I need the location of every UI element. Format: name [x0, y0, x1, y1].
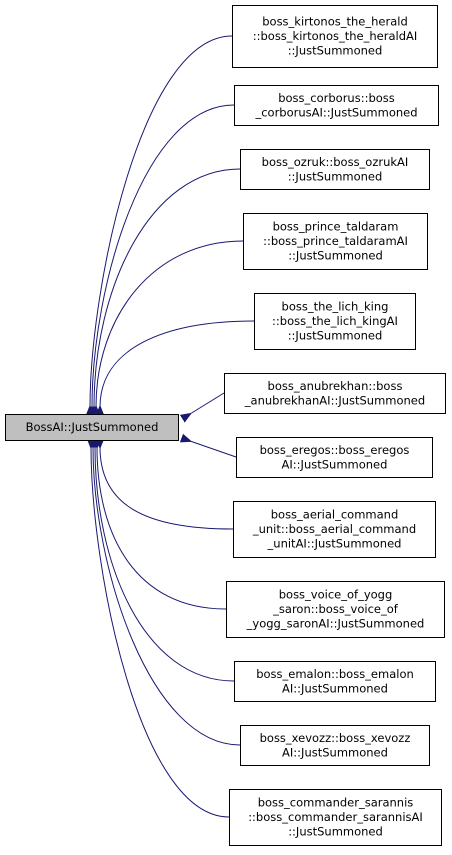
caller-lich-king[interactable]: boss_the_lich_king::boss_the_lich_kingAI… — [254, 293, 416, 350]
caller-ozruk-box — [240, 149, 430, 190]
edge-caller-eregos-to-root — [190, 441, 237, 458]
caller-eregos-label-line: boss_eregos::boss_eregos — [260, 443, 410, 457]
edge-caller-xevozz-to-root — [93, 447, 241, 746]
caller-commander-sarannis-label-line: ::boss_commander_sarannisAI — [248, 810, 423, 824]
edge-caller-kirtonos-to-root — [90, 35, 233, 407]
caller-aerial-command-unit-box — [233, 501, 436, 558]
caller-corborus-label-line: boss_corborus::boss — [278, 91, 395, 105]
edge-caller-aerial-command-unit-to-root — [100, 447, 234, 530]
caller-ozruk-label-line: boss_ozruk::boss_ozrukAI — [262, 155, 409, 169]
root-node[interactable]: BossAI::JustSummoned — [5, 414, 179, 441]
caller-ozruk-label-line: ::JustSummoned — [288, 169, 383, 183]
caller-aerial-command-unit[interactable]: boss_aerial_command_unit::boss_aerial_co… — [233, 501, 436, 558]
caller-prince-taldaram-label-line: boss_prince_taldaram — [273, 220, 399, 234]
caller-kirtonos[interactable]: boss_kirtonos_the_herald::boss_kirtonos_… — [232, 5, 438, 68]
caller-xevozz-box — [240, 725, 430, 766]
caller-commander-sarannis-label-line: ::JustSummoned — [288, 825, 383, 839]
caller-corborus[interactable]: boss_corborus::boss_corborusAI::JustSumm… — [234, 85, 439, 126]
caller-kirtonos-label-line: ::JustSummoned — [288, 44, 383, 58]
edges-layer — [90, 35, 255, 818]
edge-caller-lich-king-to-root — [100, 320, 255, 407]
caller-emalon-label-line: boss_emalon::boss_emalon — [256, 667, 414, 681]
caller-lich-king-label-line: ::boss_the_lich_kingAI — [272, 314, 398, 328]
edge-caller-ozruk-to-root — [94, 168, 241, 407]
caller-prince-taldaram-box — [243, 213, 428, 270]
caller-voice-of-yogg-saron-box — [226, 581, 445, 638]
caller-xevozz-label-line: AI::JustSummoned — [282, 745, 388, 759]
caller-corborus-box — [234, 85, 439, 126]
edge-caller-commander-sarannis-to-root — [91, 447, 230, 818]
edge-caller-voice-of-yogg-saron-to-root — [97, 447, 227, 610]
caller-aerial-command-unit-label-line: _unitAI::JustSummoned — [267, 537, 402, 551]
caller-xevozz-label-line: boss_xevozz::boss_xevozz — [260, 731, 411, 745]
caller-kirtonos-label-line: ::boss_kirtonos_the_heraldAI — [253, 29, 418, 43]
caller-corborus-label-line: _corborusAI::JustSummoned — [254, 105, 417, 119]
caller-commander-sarannis-box — [229, 789, 442, 846]
caller-voice-of-yogg-saron-label-line: boss_voice_of_yogg — [279, 588, 393, 602]
caller-eregos-label-line: AI::JustSummoned — [282, 457, 388, 471]
caller-prince-taldaram-label-line: ::boss_prince_taldaramAI — [263, 234, 408, 248]
caller-lich-king-box — [254, 293, 416, 350]
caller-kirtonos-label-line: boss_kirtonos_the_herald — [262, 15, 408, 29]
caller-anubrekhan-box — [224, 373, 446, 414]
edge-caller-corborus-to-root — [92, 104, 235, 407]
caller-voice-of-yogg-saron[interactable]: boss_voice_of_yogg_saron::boss_voice_of_… — [226, 581, 445, 638]
caller-lich-king-label-line: boss_the_lich_king — [282, 300, 389, 314]
edge-caller-anubrekhan-to-root — [190, 392, 225, 414]
caller-kirtonos-box — [232, 5, 438, 68]
caller-prince-taldaram-label-line: ::JustSummoned — [288, 249, 383, 263]
edge-caller-emalon-to-root — [95, 447, 235, 682]
caller-commander-sarannis[interactable]: boss_commander_sarannis::boss_commander_… — [229, 789, 442, 846]
caller-lich-king-label-line: ::JustSummoned — [288, 329, 383, 343]
caller-anubrekhan-label-line: _anubrekhanAI::JustSummoned — [244, 393, 425, 407]
caller-aerial-command-unit-label-line: boss_aerial_command — [271, 508, 399, 522]
edge-caller-prince-taldaram-to-root — [96, 240, 244, 407]
caller-aerial-command-unit-label-line: _unit::boss_aerial_command — [252, 522, 416, 536]
root-node-label-line: BossAI::JustSummoned — [26, 420, 159, 434]
caller-voice-of-yogg-saron-label-line: _saron::boss_voice_of — [272, 602, 399, 616]
caller-ozruk[interactable]: boss_ozruk::boss_ozrukAI::JustSummoned — [240, 149, 430, 190]
caller-eregos-box — [236, 437, 433, 478]
nodes-layer: BossAI::JustSummoned boss_kirtonos_the_he… — [5, 5, 446, 846]
root-node-box — [5, 414, 179, 441]
caller-anubrekhan[interactable]: boss_anubrekhan::boss_anubrekhanAI::Just… — [224, 373, 446, 414]
caller-emalon-box — [234, 661, 436, 702]
caller-anubrekhan-label-line: boss_anubrekhan::boss — [268, 379, 403, 393]
caller-prince-taldaram[interactable]: boss_prince_taldaram::boss_prince_taldar… — [243, 213, 428, 270]
caller-emalon-label-line: AI::JustSummoned — [282, 681, 388, 695]
caller-voice-of-yogg-saron-label-line: _yogg_saronAI::JustSummoned — [246, 617, 425, 631]
caller-commander-sarannis-label-line: boss_commander_sarannis — [258, 796, 414, 810]
